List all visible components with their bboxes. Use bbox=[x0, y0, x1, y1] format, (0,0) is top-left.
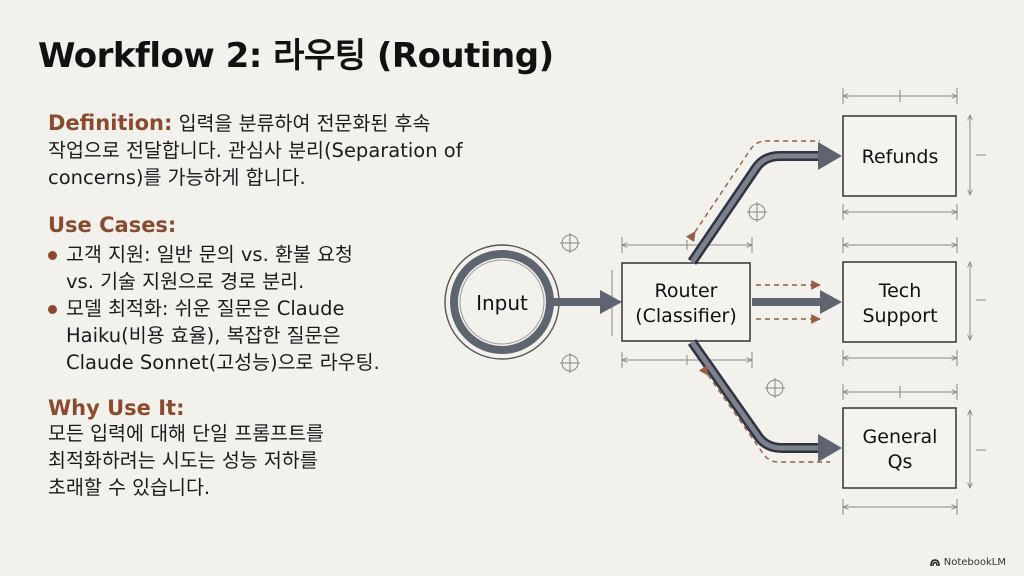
refunds-label: Refunds bbox=[862, 146, 939, 168]
router-to-tech-arrow bbox=[752, 280, 842, 324]
why-section: Why Use It: 모든 입력에 대해 단일 프롬프트를 최적화하려는 시도… bbox=[48, 396, 518, 501]
why-heading: Why Use It: bbox=[48, 396, 185, 420]
input-to-router-arrow bbox=[552, 290, 622, 314]
page-title: Workflow 2: 라우팅 (Routing) bbox=[38, 36, 554, 76]
refunds-dashed-arrow bbox=[686, 140, 820, 243]
definition-section: Definition: 입력을 분류하여 전문화된 후속 작업으로 전달합니다.… bbox=[48, 110, 518, 191]
tech-label-line-2: Support bbox=[862, 305, 937, 327]
input-node: Input bbox=[444, 244, 560, 360]
why-text-2: 최적화하려는 시도는 성능 저하를 bbox=[48, 449, 318, 472]
router-label-line-2: (Classifier) bbox=[635, 305, 737, 327]
tech-support-node: Tech Support bbox=[842, 261, 957, 343]
use-cases-list: 고객 지원: 일반 문의 vs. 환불 요청 vs. 기술 지원으로 경로 분리… bbox=[48, 241, 518, 376]
router-to-refunds-arrow bbox=[687, 142, 842, 265]
why-text-1: 모든 입력에 대해 단일 프롬프트를 bbox=[48, 422, 324, 445]
definition-text-3: concerns)를 가능하게 합니다. bbox=[48, 166, 306, 189]
list-item: 고객 지원: 일반 문의 vs. 환불 요청 vs. 기술 지원으로 경로 분리… bbox=[48, 241, 518, 295]
definition-heading: Definition: bbox=[48, 111, 173, 135]
router-to-general-arrow bbox=[687, 339, 842, 462]
input-label: Input bbox=[476, 291, 528, 315]
brand-label: NotebookLM bbox=[943, 557, 1006, 568]
general-qs-node: General Qs bbox=[842, 407, 957, 489]
router-label-line-1: Router bbox=[655, 280, 718, 302]
notebooklm-logo-icon bbox=[929, 558, 940, 566]
text-panel: Definition: 입력을 분류하여 전문화된 후속 작업으로 전달합니다.… bbox=[48, 110, 518, 517]
tech-label-line-1: Tech bbox=[878, 280, 922, 302]
definition-text-1: 입력을 분류하여 전문화된 후속 bbox=[178, 112, 431, 135]
general-label-line-2: Qs bbox=[888, 451, 913, 473]
brand-watermark: NotebookLM bbox=[929, 557, 1006, 568]
use-cases-heading: Use Cases: bbox=[48, 213, 177, 237]
bullet-icon bbox=[48, 305, 57, 314]
list-item: 모델 최적화: 쉬운 질문은 Claude Haiku(비용 효율), 복잡한 … bbox=[48, 295, 518, 376]
definition-text-2: 작업으로 전달합니다. 관심사 분리(Separation of bbox=[48, 139, 463, 162]
refunds-node: Refunds bbox=[842, 115, 957, 197]
general-label-line-1: General bbox=[863, 426, 938, 448]
use-cases-section: Use Cases: 고객 지원: 일반 문의 vs. 환불 요청 vs. 기술… bbox=[48, 213, 518, 376]
general-dashed-arrow bbox=[698, 364, 830, 463]
why-text-3: 초래할 수 있습니다. bbox=[48, 476, 211, 499]
router-node: Router (Classifier) bbox=[621, 262, 751, 342]
bullet-icon bbox=[48, 251, 57, 260]
